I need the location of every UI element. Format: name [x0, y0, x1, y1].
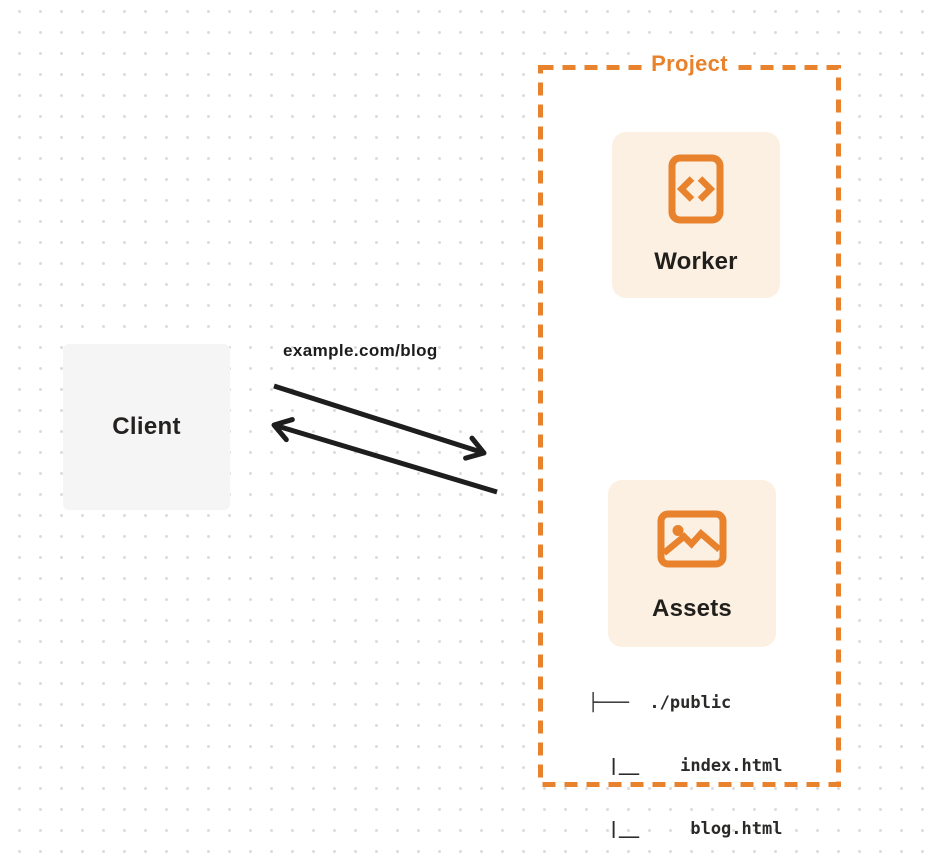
project-container: Project Worker Assets ├─── ./public |__ …	[538, 51, 841, 839]
request-arrow	[273, 383, 487, 461]
file-tree: ├─── ./public |__ index.html |__ blog.ht…	[588, 651, 782, 860]
file-tree-line: |__ blog.html	[588, 819, 783, 839]
client-box: Client	[63, 344, 230, 510]
assets-card: Assets	[608, 480, 776, 647]
client-label: Client	[112, 413, 181, 440]
worker-label: Worker	[654, 248, 738, 275]
response-arrow	[271, 417, 498, 495]
file-tree-line: ├─── ./public	[588, 693, 732, 713]
request-url-label: example.com/blog	[283, 341, 438, 360]
image-icon	[657, 510, 727, 568]
project-label: Project	[642, 51, 737, 77]
code-document-icon	[668, 154, 724, 224]
file-tree-line: |__ index.html	[588, 756, 783, 776]
assets-label: Assets	[652, 595, 732, 622]
worker-card: Worker	[612, 132, 780, 298]
